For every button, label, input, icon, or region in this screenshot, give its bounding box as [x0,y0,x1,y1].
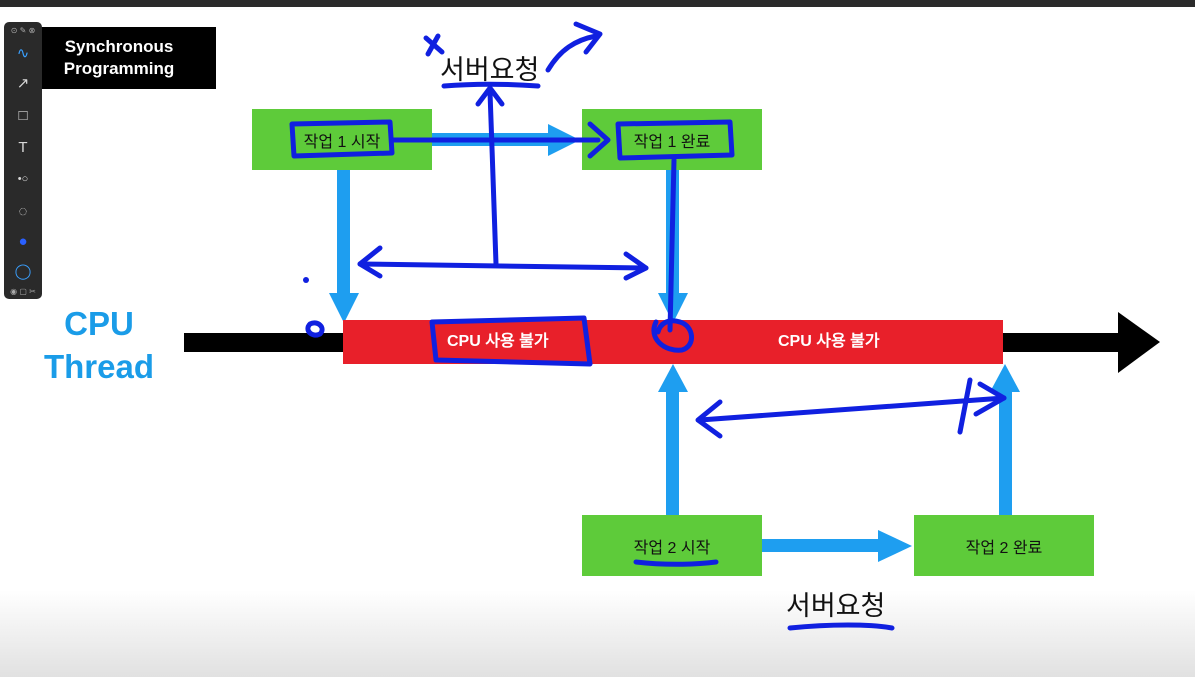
toolbar-bottom-controls[interactable]: ◉ ▢ ✂ [10,287,36,296]
toolbar-window-controls[interactable]: ⊙ ✎ ⊗ [10,26,36,35]
arrow-icon: ↗ [16,75,30,92]
pen-tool[interactable]: ∿ [4,40,42,66]
title-box: Synchronous Programming [40,27,216,89]
text-icon: T [18,138,28,156]
ink-vertical-done [667,157,677,333]
ink-underline-bottom [787,622,895,631]
bucket-tool[interactable]: ◯ [4,258,42,284]
task2-start-label: 작업 2 시작 [633,539,711,557]
server-request-annotation-top: 서버요청 [440,55,540,86]
arrow-task2-start-to-done [762,539,882,552]
task1-start-label: 작업 1 시작 [303,133,381,151]
cpu-thread-label: CPU Thread [43,305,155,385]
annotation-toolbar: ⊙ ✎ ⊗ ∿ ↗ □ T •○ ◌ ● ◯ ◉ ▢ ✂ [4,22,42,299]
arrow-task2done-to-bar [999,390,1012,515]
cpu-unavailable-label-2: CPU 사용 불가 [778,333,880,350]
thread-line-right [1000,333,1122,352]
ink-mark [423,33,445,57]
color-picker-tool[interactable]: ● [4,228,42,254]
stroke-width-icon: •○ [17,173,29,185]
ink-box-task1-done [615,119,735,161]
bottom-shadow [0,590,1195,677]
ink-dot-left [305,320,325,338]
ink-double-arrow-top [357,261,649,271]
task1-done-label: 작업 1 완료 [633,133,711,151]
server-request-annotation-bottom: 서버요청 [786,591,886,622]
title-text: Synchronous Programming [63,37,175,78]
task2-done-label: 작업 2 완료 [965,539,1043,557]
ink-scribble [651,318,694,353]
dashed-circle-tool[interactable]: ◌ [4,198,42,224]
pen-icon: ∿ [16,45,30,62]
rectangle-tool[interactable]: □ [4,102,42,128]
ink-box-task1-start [289,119,395,159]
rectangle-icon: □ [18,106,28,124]
ink-underline-top [441,81,541,89]
stroke-width-tool[interactable]: •○ [4,166,42,192]
dashed-circle-icon: ◌ [18,202,28,220]
ink-underline-task2 [633,559,719,567]
task2-start-box: 작업 2 시작 [582,515,762,576]
ink-box-cpu-label [429,315,593,367]
arrow-tool[interactable]: ↗ [4,70,42,96]
ink-vertical-server [487,89,499,267]
arrow-task1-to-bar [337,170,350,295]
arrow-task2-to-bar [666,390,679,515]
ink-curve-arrow [545,33,599,73]
thread-line-left [184,333,344,352]
task2-done-box: 작업 2 완료 [914,515,1094,576]
text-tool[interactable]: T [4,134,42,160]
bucket-icon: ◯ [14,263,32,280]
color-wheel-icon: ● [18,232,28,250]
cpu-unavailable-label-1: CPU 사용 불가 [447,333,549,350]
top-bar [0,0,1195,7]
cpu-unavailable-bar: CPU 사용 불가 CPU 사용 불가 [343,320,1003,364]
ink-double-arrow-bottom [697,395,1007,423]
thread-arrow-head [1118,312,1160,373]
